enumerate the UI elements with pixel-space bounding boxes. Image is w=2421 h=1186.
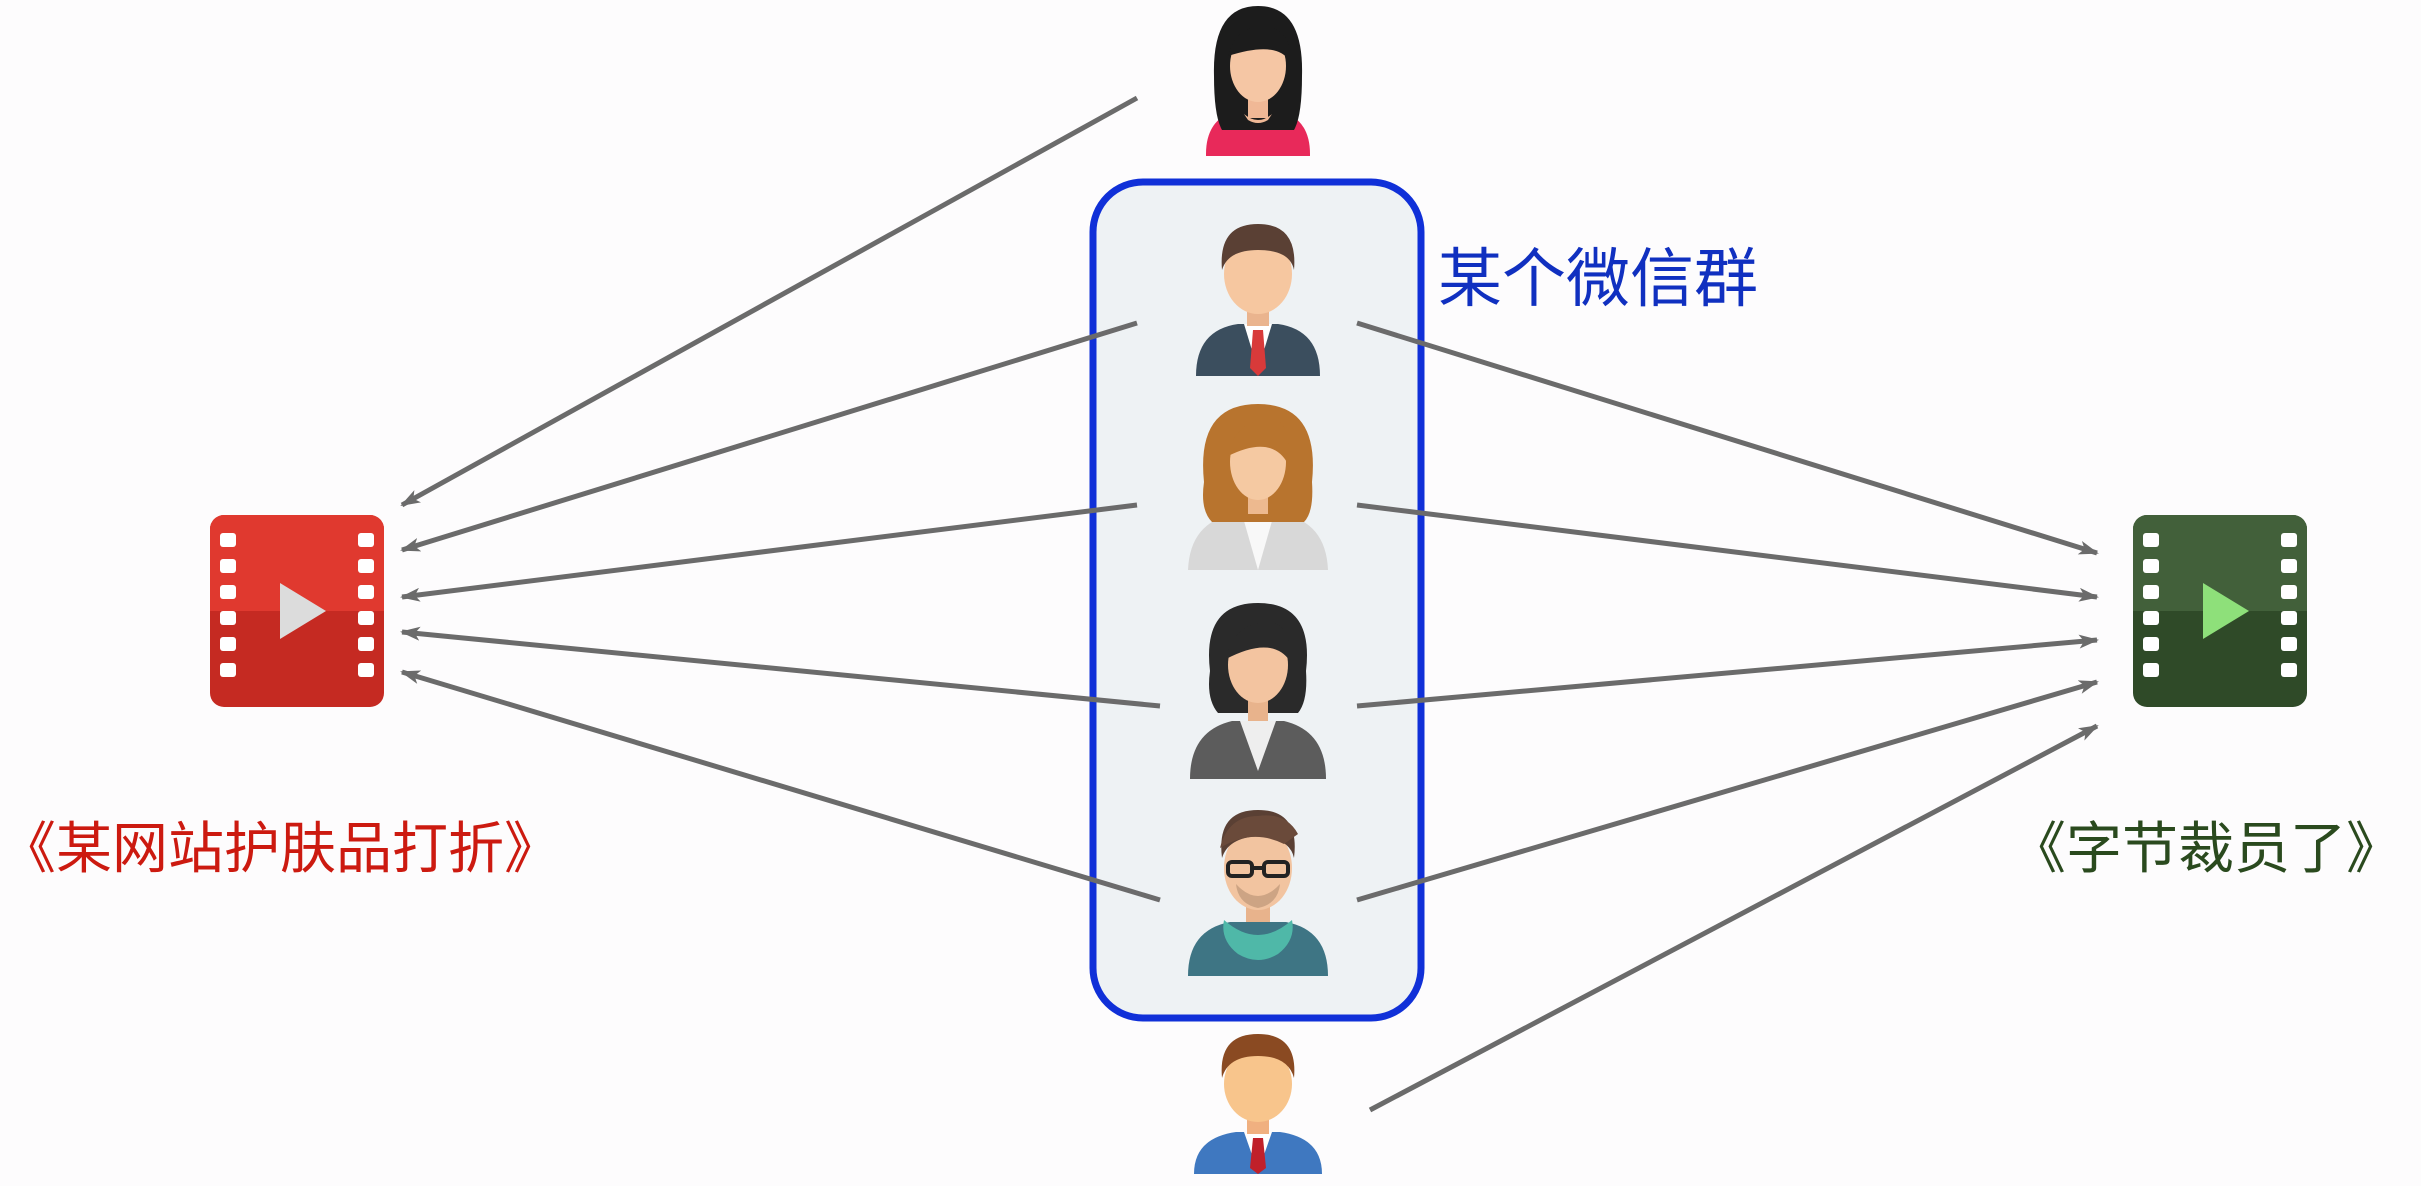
- arrow-member4-to-right-video: [1356, 679, 2099, 903]
- man-avatar-icon: [1194, 1034, 1322, 1174]
- right-video-title: 《字节裁员了》: [2010, 817, 2402, 882]
- arrow-member2-to-right-video: [1356, 502, 2099, 602]
- arrow-member3-to-right-video: [1356, 634, 2099, 709]
- arrow-member1-to-left-video: [400, 320, 1138, 553]
- arrows: [400, 95, 2099, 1113]
- left-video-title: 《某网站护肤品打折》: [0, 817, 560, 882]
- arrow-member4-to-left-video: [400, 669, 1161, 903]
- arrow-member1-to-right-video: [1356, 320, 2099, 556]
- businesswoman-avatar-icon: [1190, 603, 1326, 779]
- arrow-top-user-to-left-video: [400, 95, 1139, 508]
- woman-avatar-icon: [1206, 6, 1310, 156]
- businessman-avatar-icon: [1196, 224, 1320, 376]
- red-video-icon: [210, 515, 384, 707]
- arrow-member3-to-left-video: [400, 626, 1161, 709]
- blonde-woman-avatar-icon: [1188, 404, 1328, 570]
- green-video-icon: [2133, 515, 2307, 707]
- wechat-group-label: 某个微信群: [1438, 243, 1758, 317]
- arrow-bottom-user-to-right-video: [1368, 723, 2099, 1113]
- wechat-group-box: [1089, 178, 1425, 1022]
- arrow-member2-to-left-video: [400, 502, 1138, 602]
- glasses-man-avatar-icon: [1188, 810, 1328, 976]
